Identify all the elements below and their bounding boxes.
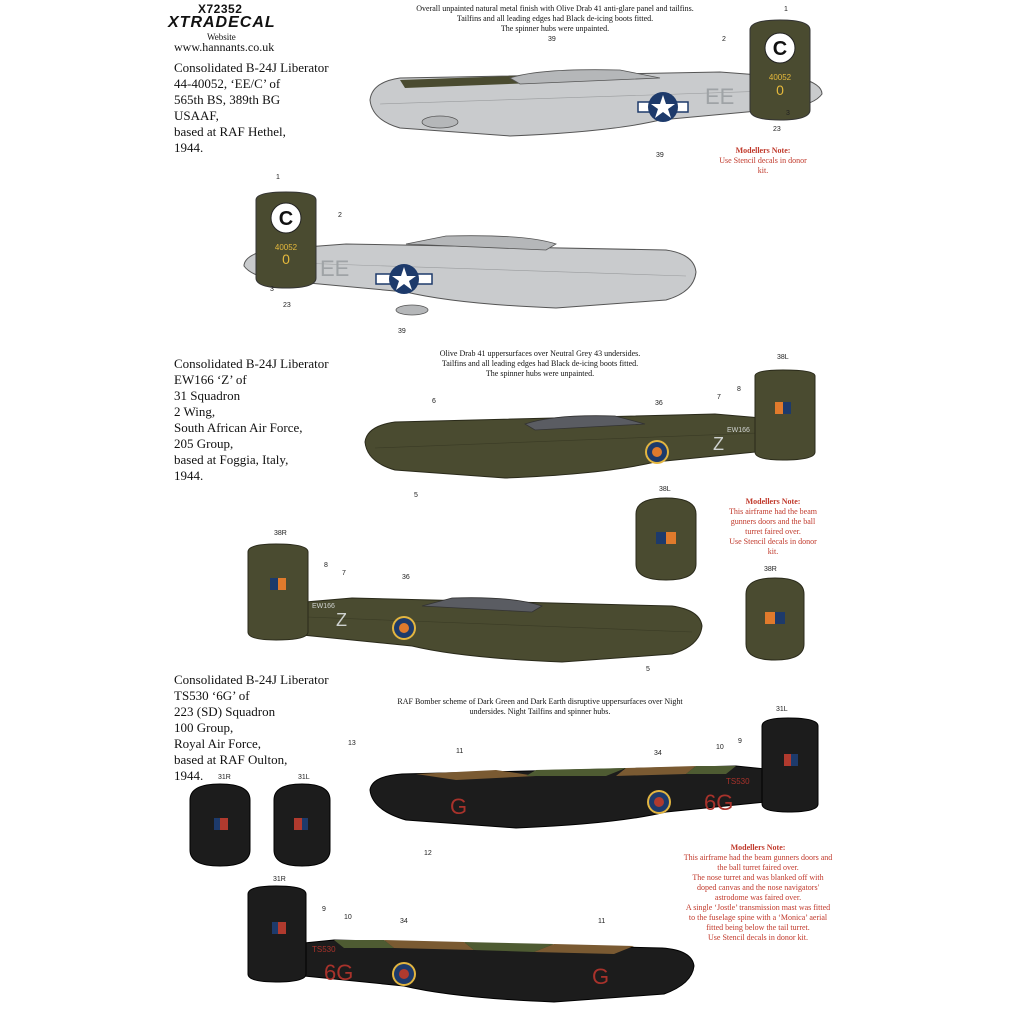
callout: 8 [737,386,741,393]
fuselage-letter: G [592,964,609,989]
callout: 12 [424,850,432,857]
callout: 10 [344,914,352,921]
callout: 11 [598,918,606,925]
website-label: Website [207,32,236,42]
callout: 10 [716,744,724,751]
fuselage-code: Z [336,610,347,630]
scheme-3-finish-note: RAF Bomber scheme of Dark Green and Dark… [397,697,683,716]
aircraft-a-starboard-profile: C 40052 0 EE [369,19,823,137]
fin-serial: 40052 [275,243,298,252]
callout: 6 [432,398,436,405]
aircraft-b-port-profile: EW166 Z [247,543,703,663]
callout: 38R [274,530,287,537]
serial: EW166 [727,427,750,434]
aircraft-c-fin-detail-left [273,783,331,867]
callout: 31R [273,876,286,883]
callout: 3 [270,286,274,293]
aircraft-c-fin-detail-right [189,783,251,867]
website-url: www.hannants.co.uk [174,40,275,54]
fin-letter: C [279,208,293,230]
aircraft-a-port-profile: C 40052 0 EE [243,191,697,316]
scheme-2-modellers-note: Modellers Note:This airframe had the bea… [729,497,817,556]
brand-logo: XTRADECAL [168,14,276,31]
callout: 5 [646,666,650,673]
callout: 7 [717,394,721,401]
aircraft-b-starboard-profile: EW166 Z [364,369,816,479]
fin-id: 0 [282,251,290,267]
callout: 13 [348,740,356,747]
fuselage-code: EE [705,84,734,109]
callout: 5 [414,492,418,499]
callout: 39 [548,36,556,43]
callout: 9 [322,906,326,913]
callout: 38L [659,486,671,493]
callout: 31L [776,706,788,713]
callout: 36 [655,400,663,407]
serial: TS530 [726,777,750,786]
fin-id: 0 [776,82,784,98]
callout: 38R [764,566,777,573]
fuselage-code: 6G [704,790,733,815]
serial: EW166 [312,603,335,610]
fin-letter: C [773,38,787,60]
callout: 39 [656,152,664,159]
fuselage-code: 6G [324,960,353,985]
callout: 1 [276,174,280,181]
callout: 34 [400,918,408,925]
callout: 31R [218,774,231,781]
scheme-3-modellers-note: Modellers Note:This airframe had the bea… [683,843,833,942]
callout: 7 [342,570,346,577]
aircraft-b-fin-detail-right [745,577,805,661]
callout: 23 [773,126,781,133]
scheme-1-finish-note: Overall unpainted natural metal finish w… [416,4,694,33]
callout: 2 [722,36,726,43]
aircraft-c-starboard-profile: TS530 6G G [369,717,819,829]
fuselage-code: EE [320,256,349,281]
scheme-2-finish-note: Olive Drab 41 uppersurfaces over Neutral… [439,349,641,378]
fuselage-code: Z [713,434,724,454]
callout: 2 [338,212,342,219]
callout: 31L [298,774,310,781]
callout: 23 [283,302,291,309]
callout: 8 [324,562,328,569]
aircraft-b-fin-detail-left [635,497,697,581]
aircraft-c-port-profile: TS530 6G G [247,885,695,1003]
callout: 36 [402,574,410,581]
callout: 1 [784,6,788,13]
serial: TS530 [312,945,336,954]
callout: 34 [654,750,662,757]
callout: 38L [777,354,789,361]
callout: 3 [786,110,790,117]
callout: 39 [398,328,406,335]
fin-serial: 40052 [769,73,792,82]
callout: 9 [738,738,742,745]
scheme-1-modellers-note: Modellers Note:Use Stencil decals in don… [719,146,807,175]
fuselage-letter: G [450,794,467,819]
product-code: X72352 [198,2,243,16]
callout: 11 [456,748,464,755]
